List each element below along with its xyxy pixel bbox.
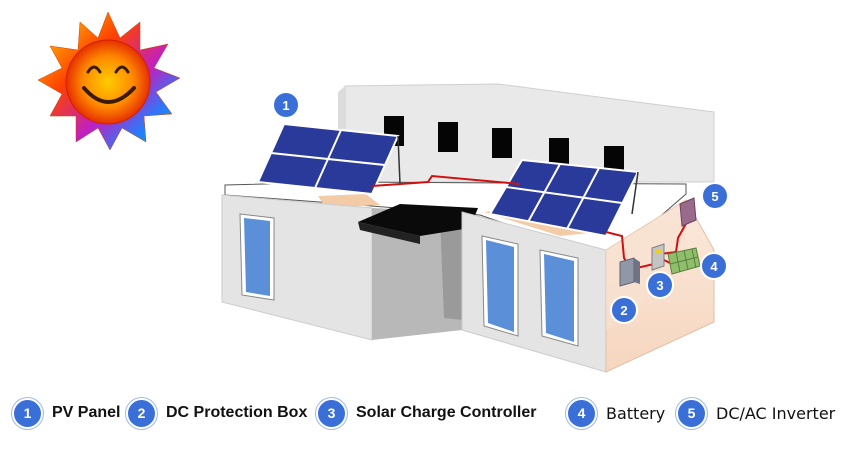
- legend-item-dc-protection-box: 2 DC Protection Box: [126, 396, 307, 430]
- marker-dc-ac-inverter: 5: [701, 182, 729, 210]
- legend-label: DC Protection Box: [166, 404, 308, 421]
- dc-protection-box: [619, 257, 640, 287]
- svg-text:4: 4: [710, 259, 718, 274]
- back-building: [338, 83, 715, 183]
- legend-number-badge: 1: [12, 397, 43, 429]
- legend-item-battery: 4 Battery: [566, 396, 665, 430]
- legend-item-pv-panel: 1 PV Panel: [12, 396, 120, 430]
- entrance: [358, 204, 478, 340]
- svg-text:5: 5: [711, 189, 718, 204]
- pv-panel-left: [256, 122, 401, 196]
- sun-icon: [37, 11, 181, 151]
- marker-dc-protection-box: 2: [610, 296, 638, 324]
- legend-number-badge: 4: [566, 397, 597, 429]
- svg-text:2: 2: [620, 303, 627, 318]
- legend-item-solar-charge-controller: 3 Solar Charge Controller: [316, 396, 536, 430]
- legend-label: Solar Charge Controller: [356, 404, 537, 421]
- legend-label: Battery: [606, 403, 666, 423]
- legend-number-badge: 5: [676, 397, 707, 429]
- legend-number-badge: 3: [316, 397, 347, 429]
- dc-ac-inverter: [679, 197, 697, 227]
- left-building: [221, 194, 373, 341]
- solar-charge-controller: [651, 243, 665, 271]
- marker-battery: 4: [700, 252, 728, 280]
- svg-text:3: 3: [656, 278, 663, 293]
- pv-panel-right: [488, 158, 640, 238]
- svg-text:1: 1: [282, 98, 289, 113]
- legend-item-dc-ac-inverter: 5 DC/AC Inverter: [676, 396, 835, 430]
- marker-solar-charge-controller: 3: [646, 271, 674, 299]
- legend-label: DC/AC Inverter: [716, 403, 836, 423]
- marker-pv-panel: 1: [272, 91, 300, 119]
- legend-number-badge: 2: [126, 397, 157, 429]
- legend-label: PV Panel: [52, 404, 121, 421]
